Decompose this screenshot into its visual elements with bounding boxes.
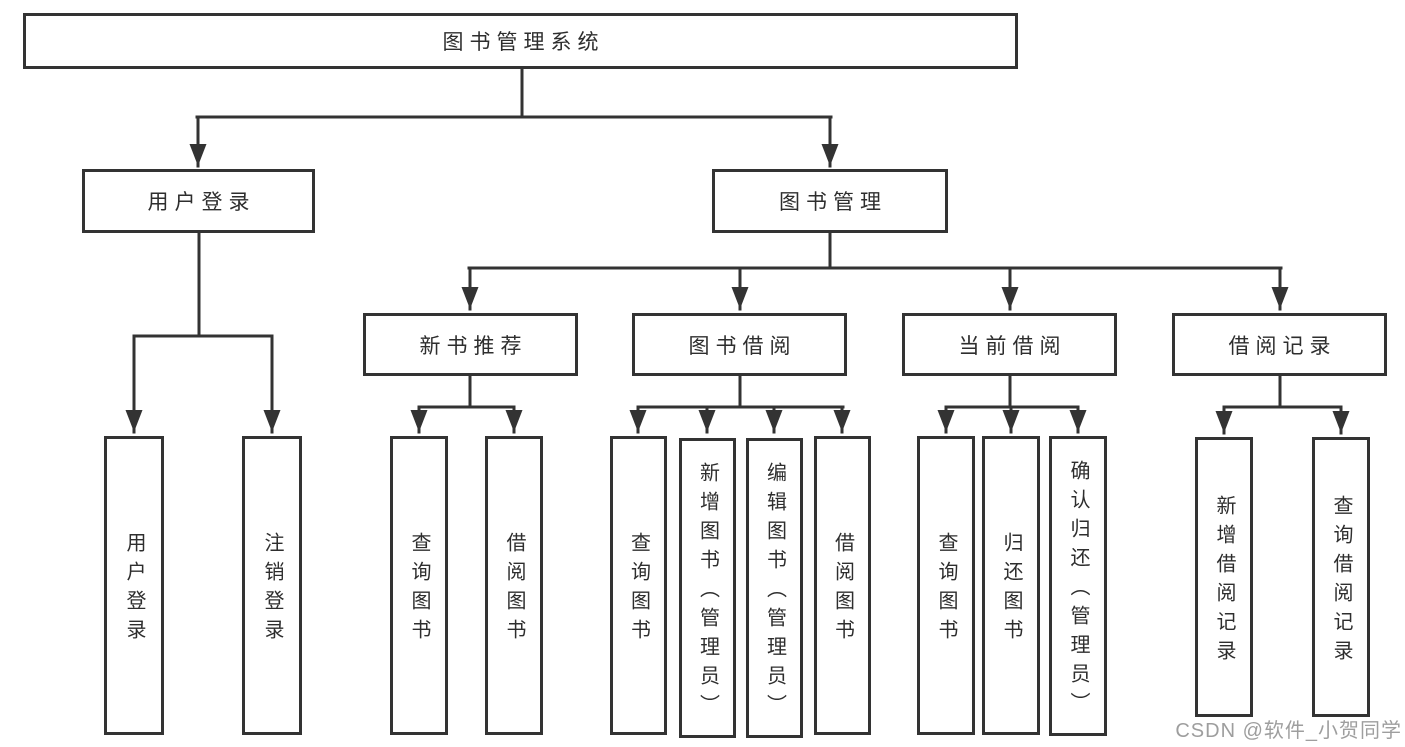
leaf-query-books-borrow: 查询图书 (610, 436, 667, 735)
node-label: 借阅图书 (503, 532, 525, 648)
leaf-logout-login: 注销登录 (242, 436, 302, 735)
node-borrow-records: 借阅记录 (1172, 313, 1387, 376)
leaf-add-books-admin: 新增图书（管理员） (679, 438, 736, 738)
node-label: 查询图书 (627, 532, 650, 648)
node-user-login: 用户登录 (82, 169, 315, 233)
edges-root (189, 67, 839, 168)
node-label: 图书管理 (779, 191, 887, 214)
node-label: 查询图书 (935, 532, 957, 648)
node-label: 归还图书 (1000, 532, 1022, 648)
node-label: 用户登录 (123, 532, 145, 648)
leaf-query-borrow-record: 查询借阅记录 (1312, 437, 1370, 717)
csdn-watermark: CSDN @软件_小贺同学 (1175, 720, 1402, 742)
leaf-borrow-books: 借阅图书 (814, 436, 871, 735)
node-book-management: 图书管理 (712, 169, 948, 233)
node-label: 查询借阅记录 (1330, 494, 1352, 669)
node-label: 确认归还（管理员） (1067, 460, 1089, 721)
node-label: 注销登录 (261, 532, 283, 648)
node-label: 编辑图书（管理员） (763, 462, 786, 723)
node-label: 用户登录 (147, 191, 256, 214)
node-new-book-recommend: 新书推荐 (363, 313, 578, 376)
node-book-borrow: 图书借阅 (632, 313, 847, 376)
leaf-confirm-return-admin: 确认归还（管理员） (1049, 436, 1107, 736)
leaf-edit-books-admin: 编辑图书（管理员） (746, 438, 803, 738)
node-label: 查询图书 (408, 532, 430, 648)
leaf-query-books-recommend: 查询图书 (390, 436, 448, 735)
leaf-borrow-books-recommend: 借阅图书 (485, 436, 543, 735)
edges-book-management (461, 231, 1289, 311)
leaf-return-books: 归还图书 (982, 436, 1040, 735)
edges-user-login (125, 231, 281, 434)
leaf-query-books-current: 查询图书 (917, 436, 975, 735)
node-library-management-system: 图书管理系统 (23, 13, 1018, 69)
node-label: 当前借阅 (958, 334, 1067, 358)
edges-book-borrow (629, 374, 851, 434)
node-label: 新增借阅记录 (1213, 494, 1235, 669)
leaf-user-login: 用户登录 (104, 436, 164, 735)
node-label: 新书推荐 (419, 334, 528, 358)
edges-current-borrow (937, 374, 1087, 434)
node-label: 借阅图书 (831, 532, 854, 648)
node-label: 新增图书（管理员） (696, 462, 719, 723)
edges-borrow-records (1215, 374, 1350, 435)
node-label: 图书管理系统 (442, 31, 605, 54)
node-current-borrow: 当前借阅 (902, 313, 1117, 376)
node-label: 图书借阅 (688, 334, 797, 358)
edges-new-book-recommend (410, 374, 523, 434)
leaf-add-borrow-record: 新增借阅记录 (1195, 437, 1253, 717)
node-label: 借阅记录 (1228, 334, 1337, 358)
